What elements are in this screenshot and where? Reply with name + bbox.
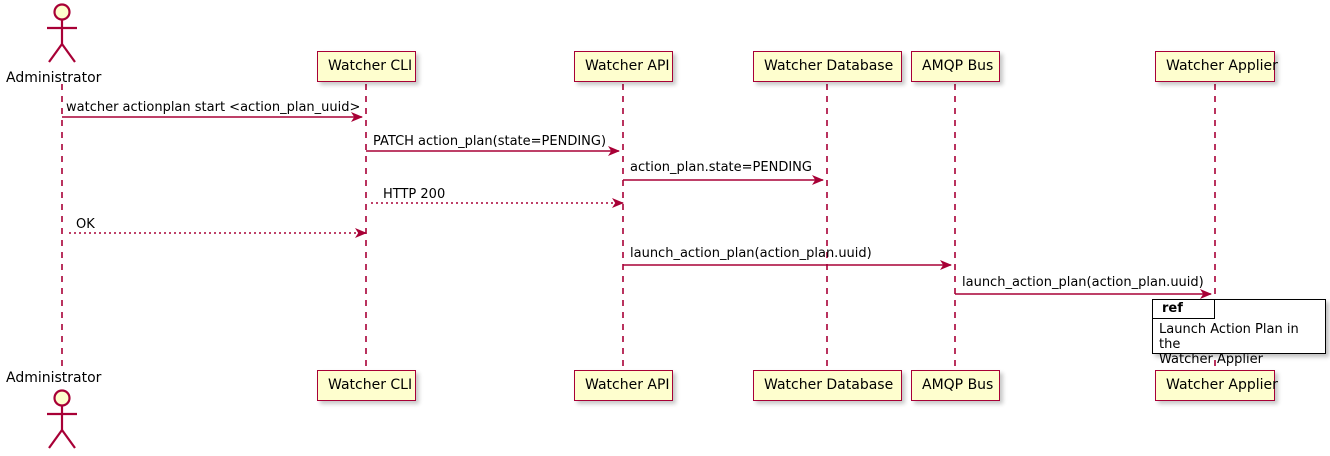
ref-fragment-operator: ref — [1162, 301, 1183, 316]
ref-fragment-body: Launch Action Plan in the Watcher Applie… — [1159, 322, 1321, 367]
ref-fragment-text-line-1: Launch Action Plan in the — [1159, 322, 1299, 352]
message-label-2: PATCH action_plan(state=PENDING) — [373, 134, 607, 149]
ref-fragment-text-line-2: Watcher Applier — [1159, 352, 1263, 367]
participant-watcher-api-bottom[interactable]: Watcher API — [574, 370, 673, 401]
participant-amqp-bus-bottom[interactable]: AMQP Bus — [911, 370, 1000, 401]
participant-amqp-bus-top[interactable]: AMQP Bus — [911, 51, 1000, 82]
participant-watcher-cli-top[interactable]: Watcher CLI — [317, 51, 416, 82]
actor-figure-administrator-top — [47, 3, 77, 63]
participant-watcher-database-bottom[interactable]: Watcher Database — [753, 370, 902, 401]
message-label-7: launch_action_plan(action_plan.uuid) — [962, 275, 1204, 290]
actor-label-administrator-top: Administrator — [6, 70, 102, 86]
message-label-6: launch_action_plan(action_plan.uuid) — [630, 246, 872, 261]
ref-fragment[interactable]: ref Launch Action Plan in the Watcher Ap… — [1152, 299, 1326, 367]
actor-figure-administrator-bottom — [47, 389, 77, 449]
message-label-5: OK — [76, 217, 95, 232]
participant-watcher-applier-top[interactable]: Watcher Applier — [1155, 51, 1278, 82]
participant-watcher-cli-bottom[interactable]: Watcher CLI — [317, 370, 416, 401]
participant-watcher-api-top[interactable]: Watcher API — [574, 51, 673, 82]
message-label-4: HTTP 200 — [383, 187, 446, 202]
actor-label-administrator-bottom: Administrator — [6, 370, 102, 386]
message-arrows: Watcher CLI (dashed reply) --> Administr… — [62, 112, 1212, 299]
participant-watcher-applier-bottom[interactable]: Watcher Applier — [1155, 370, 1278, 401]
ref-fragment-tab — [1153, 300, 1215, 319]
message-label-3: action_plan.state=PENDING — [630, 160, 812, 175]
participant-watcher-database-top[interactable]: Watcher Database — [753, 51, 902, 82]
message-label-1: watcher actionplan start <action_plan_uu… — [66, 100, 361, 115]
lifelines — [61, 84, 1216, 370]
